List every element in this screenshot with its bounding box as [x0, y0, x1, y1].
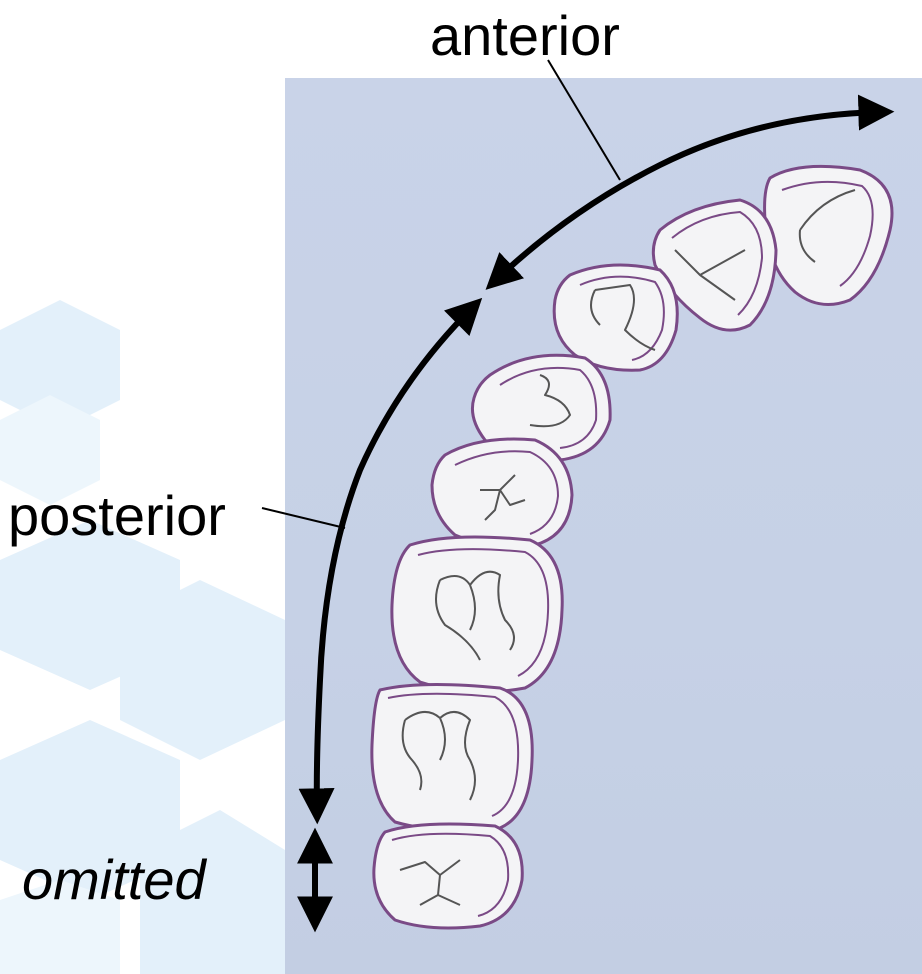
tooth-central-incisor [765, 166, 892, 304]
tooth-canine [554, 265, 677, 370]
tooth-third-molar [374, 824, 522, 928]
posterior-leader-line [262, 508, 345, 528]
anterior-leader-line [548, 60, 620, 180]
tooth-second-molar [372, 684, 532, 830]
omitted-label: omitted [22, 852, 206, 908]
tooth-second-premolar [432, 439, 572, 546]
posterior-label: posterior [8, 488, 226, 544]
tooth-first-molar [392, 537, 562, 692]
anterior-label: anterior [430, 8, 620, 64]
